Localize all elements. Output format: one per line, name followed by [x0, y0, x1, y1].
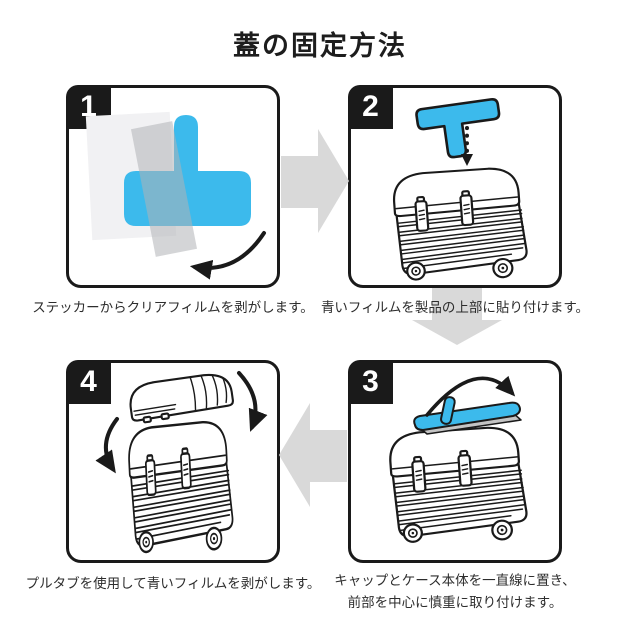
pull-tab — [440, 396, 456, 425]
step-caption: プルタブを使用して青いフィルムを剥がします。 — [23, 573, 323, 595]
step-number-badge: 2 — [348, 85, 393, 129]
flow-arrow-right-icon — [281, 129, 349, 233]
step-number-badge: 3 — [348, 360, 393, 404]
alignment-arrow-right-icon — [237, 371, 268, 432]
flow-arrow-down-icon — [412, 287, 502, 345]
suitcase-illustration — [391, 165, 530, 285]
peel-arrow-icon — [189, 231, 266, 280]
dotted-arrow-icon — [461, 126, 473, 166]
caption-line: 前部を中心に慎重に取り付けます。 — [347, 595, 563, 610]
align-lid-illustration — [387, 375, 530, 548]
alignment-arrow-left-icon — [95, 417, 119, 474]
step-number-badge: 4 — [66, 360, 111, 404]
suitcase-illustration — [126, 418, 236, 559]
page-title: 蓋の固定方法 — [233, 31, 407, 61]
caption-line: キャップとケース本体を一直線に置き、 — [334, 573, 576, 588]
flow-arrow-down-shape — [412, 287, 502, 345]
peel-tab-illustration — [95, 370, 268, 559]
flow-arrow-left-icon — [279, 403, 347, 507]
suitcase-illustration — [387, 424, 530, 548]
step-panel-4: 4 — [66, 360, 280, 563]
flow-arrow-right-shape — [281, 129, 349, 233]
caption-line: プルタブを使用して青いフィルムを剥がします。 — [25, 576, 321, 591]
rotate-arrow-icon — [425, 375, 516, 417]
step-panel-2: 2 — [348, 85, 562, 288]
step-panel-1: 1 — [66, 85, 280, 288]
clear-film — [130, 121, 198, 257]
step-caption: キャップとケース本体を一直線に置き、 前部を中心に慎重に取り付けます。 — [305, 570, 605, 614]
caption-line: ステッカーからクリアフィルムを剥がします。 — [32, 300, 314, 315]
apply-film-illustration — [391, 97, 530, 285]
lid-illustration — [126, 370, 236, 426]
flow-arrow-left-shape — [279, 403, 347, 507]
blue-film-strip — [413, 396, 521, 431]
sticker-peel-illustration — [85, 111, 266, 280]
blue-film-t — [415, 97, 501, 159]
step-panel-3: 3 — [348, 360, 562, 563]
step-caption: 青いフィルムを製品の上部に貼り付けます。 — [305, 297, 605, 319]
step-caption: ステッカーからクリアフィルムを剥がします。 — [23, 297, 323, 319]
caption-line: 青いフィルムを製品の上部に貼り付けます。 — [320, 300, 590, 315]
